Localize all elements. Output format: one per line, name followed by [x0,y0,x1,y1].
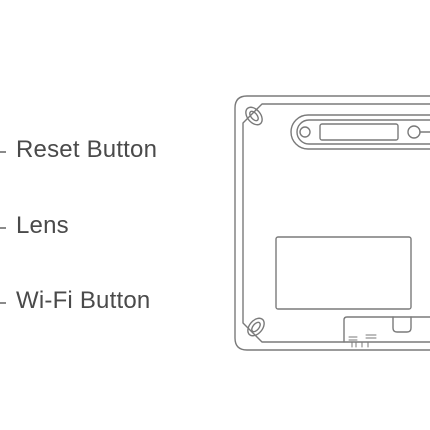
lens-leader-line [0,227,6,229]
mount-hole-bottom-left [247,317,265,337]
device-outer-housing [234,95,430,351]
top-bracket [290,114,430,150]
reset-button-label: Reset Button [16,136,158,163]
device-inner-frame [242,103,430,343]
wifi-button-label: Wi-Fi Button [16,287,151,314]
top-bracket-slot [319,123,399,141]
mount-hole-top-left [245,106,263,126]
top-bracket-screw [299,126,311,138]
lens-label: Lens [16,212,69,239]
wifi-button-leader-line [0,302,6,304]
label-panel [275,236,412,310]
bottom-connector [343,316,430,343]
reset-button-leader-line [0,151,6,153]
top-bracket-screw-right [407,125,421,139]
top-bracket-inner [296,119,430,145]
bottom-connector-clip [392,316,412,333]
